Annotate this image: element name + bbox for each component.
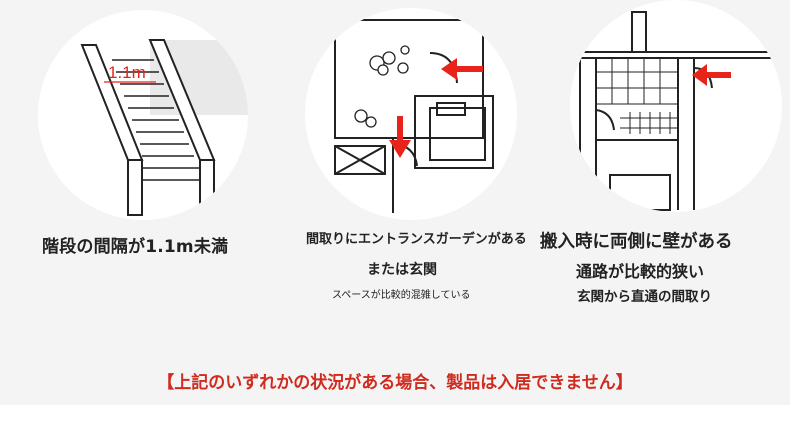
staircase-illustration: 1.1m <box>38 10 248 220</box>
staircase-caption: 階段の間隔が1.1m未満 <box>42 237 229 257</box>
content-panel: 1.1m <box>0 0 790 405</box>
narrow-passage-caption-line2: 通路が比較的狭い <box>576 262 705 281</box>
passage-drawing <box>570 11 782 211</box>
entrance-garden-illustration <box>305 8 517 220</box>
entrance-garden-caption-line2: または玄関 <box>367 262 437 278</box>
measurement-label: 1.1m <box>108 63 146 82</box>
staircase-drawing: 1.1m <box>80 39 248 216</box>
narrow-passage-caption-line1: 搬入時に両側に壁がある <box>540 232 733 252</box>
entrance-garden-caption-line1: 間取りにエントランスガーデンがある <box>306 232 527 247</box>
entrance-garden-caption-line3: スペースが比較的混雑している <box>332 290 471 301</box>
narrow-passage-illustration <box>570 0 782 212</box>
delivery-notice: 【上記のいずれかの状況がある場合、製品は入居できません】 <box>157 373 633 393</box>
floor-plan-drawing <box>334 19 494 213</box>
narrow-passage-caption-line3: 玄関から直通の間取り <box>577 289 712 305</box>
